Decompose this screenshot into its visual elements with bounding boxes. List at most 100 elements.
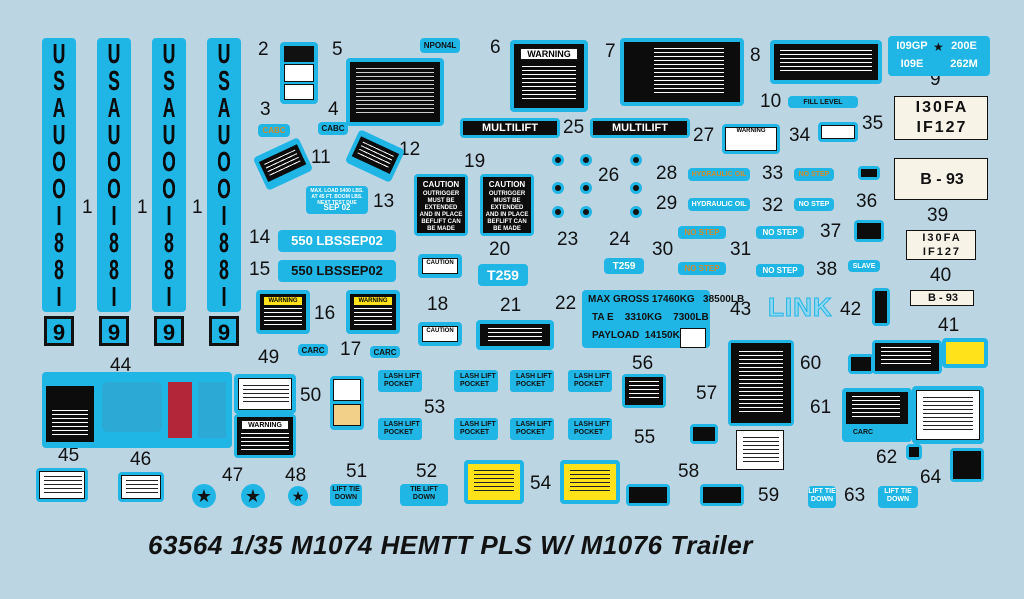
decal-57-card <box>736 430 784 470</box>
star-icon: ★ <box>288 486 308 506</box>
decal-number: 48 <box>285 465 307 486</box>
decal-number: 32 <box>762 195 784 216</box>
decal-number: 30 <box>652 239 674 260</box>
decal-number: 14 <box>249 227 271 248</box>
slave-label: SLAVE <box>848 260 880 272</box>
decal-number: 18 <box>427 294 449 315</box>
decal-number: 63 <box>844 485 866 506</box>
decal-5-data-plate <box>346 58 444 126</box>
bolt-icon <box>630 154 642 166</box>
decal-46 <box>118 472 164 502</box>
decal-number: 47 <box>222 465 244 486</box>
decal-number: 50 <box>300 385 322 406</box>
carc-label: CARC <box>298 344 328 356</box>
decal-34 <box>818 122 858 142</box>
t259-label: T259 <box>604 258 644 274</box>
decal-49-warning: WARNING <box>234 414 296 458</box>
decal-number: 1 <box>192 197 203 218</box>
decal-number: 10 <box>760 91 782 112</box>
decal-19-caution: CAUTION OUTRIGGER MUST BE EXTENDED AND I… <box>414 174 468 236</box>
decal-number: 35 <box>862 113 884 134</box>
star-icon: ★ <box>192 484 216 508</box>
decal-14-550lbs: 550 LBSSEP02 <box>278 230 396 252</box>
decal-number: 28 <box>656 163 678 184</box>
decal-9-registration: I09GP 200E I09E 262M ★ <box>888 36 990 76</box>
decal-7-info-plate <box>620 38 744 106</box>
usa-nine: 9 <box>154 316 184 346</box>
decal-number: 1 <box>137 197 148 218</box>
carc-label: CARC <box>370 346 400 358</box>
decal-number: 15 <box>249 259 271 280</box>
lash-lift-pocket-label: LASH LIFT POCKET <box>568 370 612 392</box>
no-step-label: NO STEP <box>678 262 726 275</box>
decal-number: 33 <box>762 163 784 184</box>
decal-number: 21 <box>500 295 522 316</box>
decal-number: 43 <box>730 299 752 320</box>
lash-lift-pocket-label: LASH LIFT POCKET <box>568 418 612 440</box>
decal-62 <box>906 444 922 460</box>
decal-64 <box>950 448 984 482</box>
decal-number: 29 <box>656 193 678 214</box>
decal-42 <box>872 288 890 326</box>
no-step-label: NO STEP <box>756 226 804 239</box>
decal-44-dashboard <box>42 372 232 448</box>
plate-36: B - 93 <box>894 158 988 200</box>
bolt-icon <box>580 182 592 194</box>
decal-number: 42 <box>840 299 862 320</box>
decal-number: 16 <box>314 303 336 324</box>
decal-number: 46 <box>130 449 152 470</box>
decal-number: 26 <box>598 165 620 186</box>
decal-number: 44 <box>110 355 132 376</box>
decal-61: CARC <box>842 388 912 442</box>
no-step-label: NO STEP <box>794 168 834 181</box>
decal-58b <box>700 484 744 506</box>
decal-41b <box>942 338 988 368</box>
usa-nine: 9 <box>209 316 239 346</box>
decal-number: 1 <box>82 197 93 218</box>
decal-13-max-load: MAX. LOAD 5400 LBS. AT 45 FT. BOOM LBS. … <box>306 186 368 214</box>
decal-number: 37 <box>820 221 842 242</box>
cabc-label: CABC <box>318 122 348 135</box>
decal-16-warning: WARNING <box>346 290 400 334</box>
decal-18-caution: CAUTION <box>418 322 462 346</box>
decal-number: 9 <box>930 69 941 90</box>
lash-lift-pocket-label: LASH LIFT POCKET <box>378 418 422 440</box>
decal-49 <box>234 374 296 414</box>
multilift-label: MULTILIFT <box>460 118 560 138</box>
decal-number: 53 <box>424 397 446 418</box>
decal-number: 64 <box>920 467 942 488</box>
decal-54 <box>560 460 620 504</box>
decal-number: 6 <box>490 37 501 58</box>
decal-57 <box>728 340 794 426</box>
decal-number: 55 <box>634 427 656 448</box>
decal-number: 20 <box>489 239 511 260</box>
decal-number: 8 <box>750 45 761 66</box>
decal-number: 62 <box>876 447 898 468</box>
npon4l-label: NPON4L <box>420 38 460 53</box>
decal-16-warning: WARNING <box>256 290 310 334</box>
decal-number: 58 <box>678 461 700 482</box>
t259-label: T259 <box>478 264 528 286</box>
decal-number: 41 <box>938 315 960 336</box>
usa-nine: 9 <box>44 316 74 346</box>
cabc-label: CABC <box>258 124 290 137</box>
hydraulic-oil-label: HYDRAULIC OIL <box>688 168 750 181</box>
link-label: LINK <box>768 292 833 323</box>
decal-number: 59 <box>758 485 780 506</box>
decal-58 <box>626 484 670 506</box>
decal-number: 40 <box>930 265 952 286</box>
bolt-icon <box>552 206 564 218</box>
decal-number: 60 <box>800 353 822 374</box>
lash-lift-pocket-label: LASH LIFT POCKET <box>510 370 554 392</box>
bolt-icon <box>630 206 642 218</box>
decal-number: 24 <box>609 229 631 250</box>
decal-number: 19 <box>464 151 486 172</box>
decal-number: 52 <box>416 461 438 482</box>
decal-number: 3 <box>260 99 271 120</box>
no-step-label: NO STEP <box>678 226 726 239</box>
bolt-icon <box>580 206 592 218</box>
decal-number: 12 <box>399 139 421 160</box>
